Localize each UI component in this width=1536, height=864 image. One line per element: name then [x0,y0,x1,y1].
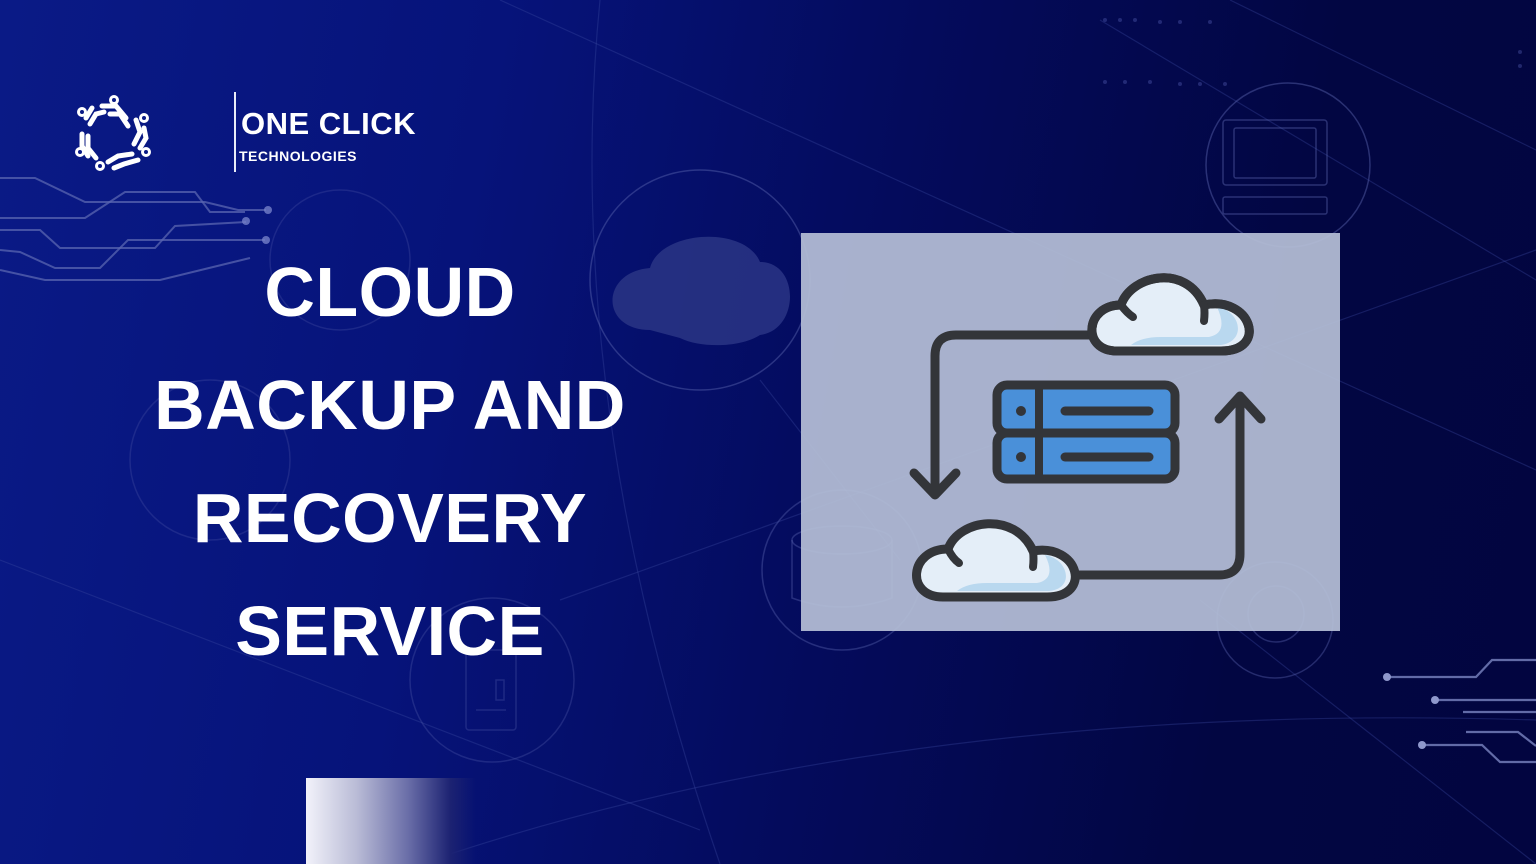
title-line-2: BACKUP AND [154,366,626,444]
logo-divider [234,92,236,172]
arrow-up-icon [1061,391,1266,580]
brand-tagline: TECHNOLOGIES [238,148,357,164]
circuit-lines-right [1387,658,1536,764]
decorative-gradient-block [306,778,476,864]
page-title: CLOUD BACKUP AND RECOVERY SERVICE [90,236,690,688]
monitor-ring-icon [1205,82,1371,248]
circuit-ring-logo-icon [75,95,151,171]
cloud-icon-top [1087,273,1254,356]
backup-illustration-card [801,233,1340,631]
title-line-1: CLOUD [264,253,516,331]
title-line-3: RECOVERY [192,479,588,557]
arrow-down-icon [909,330,1098,500]
brand-logo[interactable]: ONE CLICK TECHNOLOGIES [74,92,416,174]
brand-name: ONE CLICK [241,106,416,141]
server-icon [992,380,1180,484]
cloud-icon-bottom [912,519,1080,602]
title-line-4: SERVICE [235,592,545,670]
backup-recovery-illustration [909,273,1266,602]
